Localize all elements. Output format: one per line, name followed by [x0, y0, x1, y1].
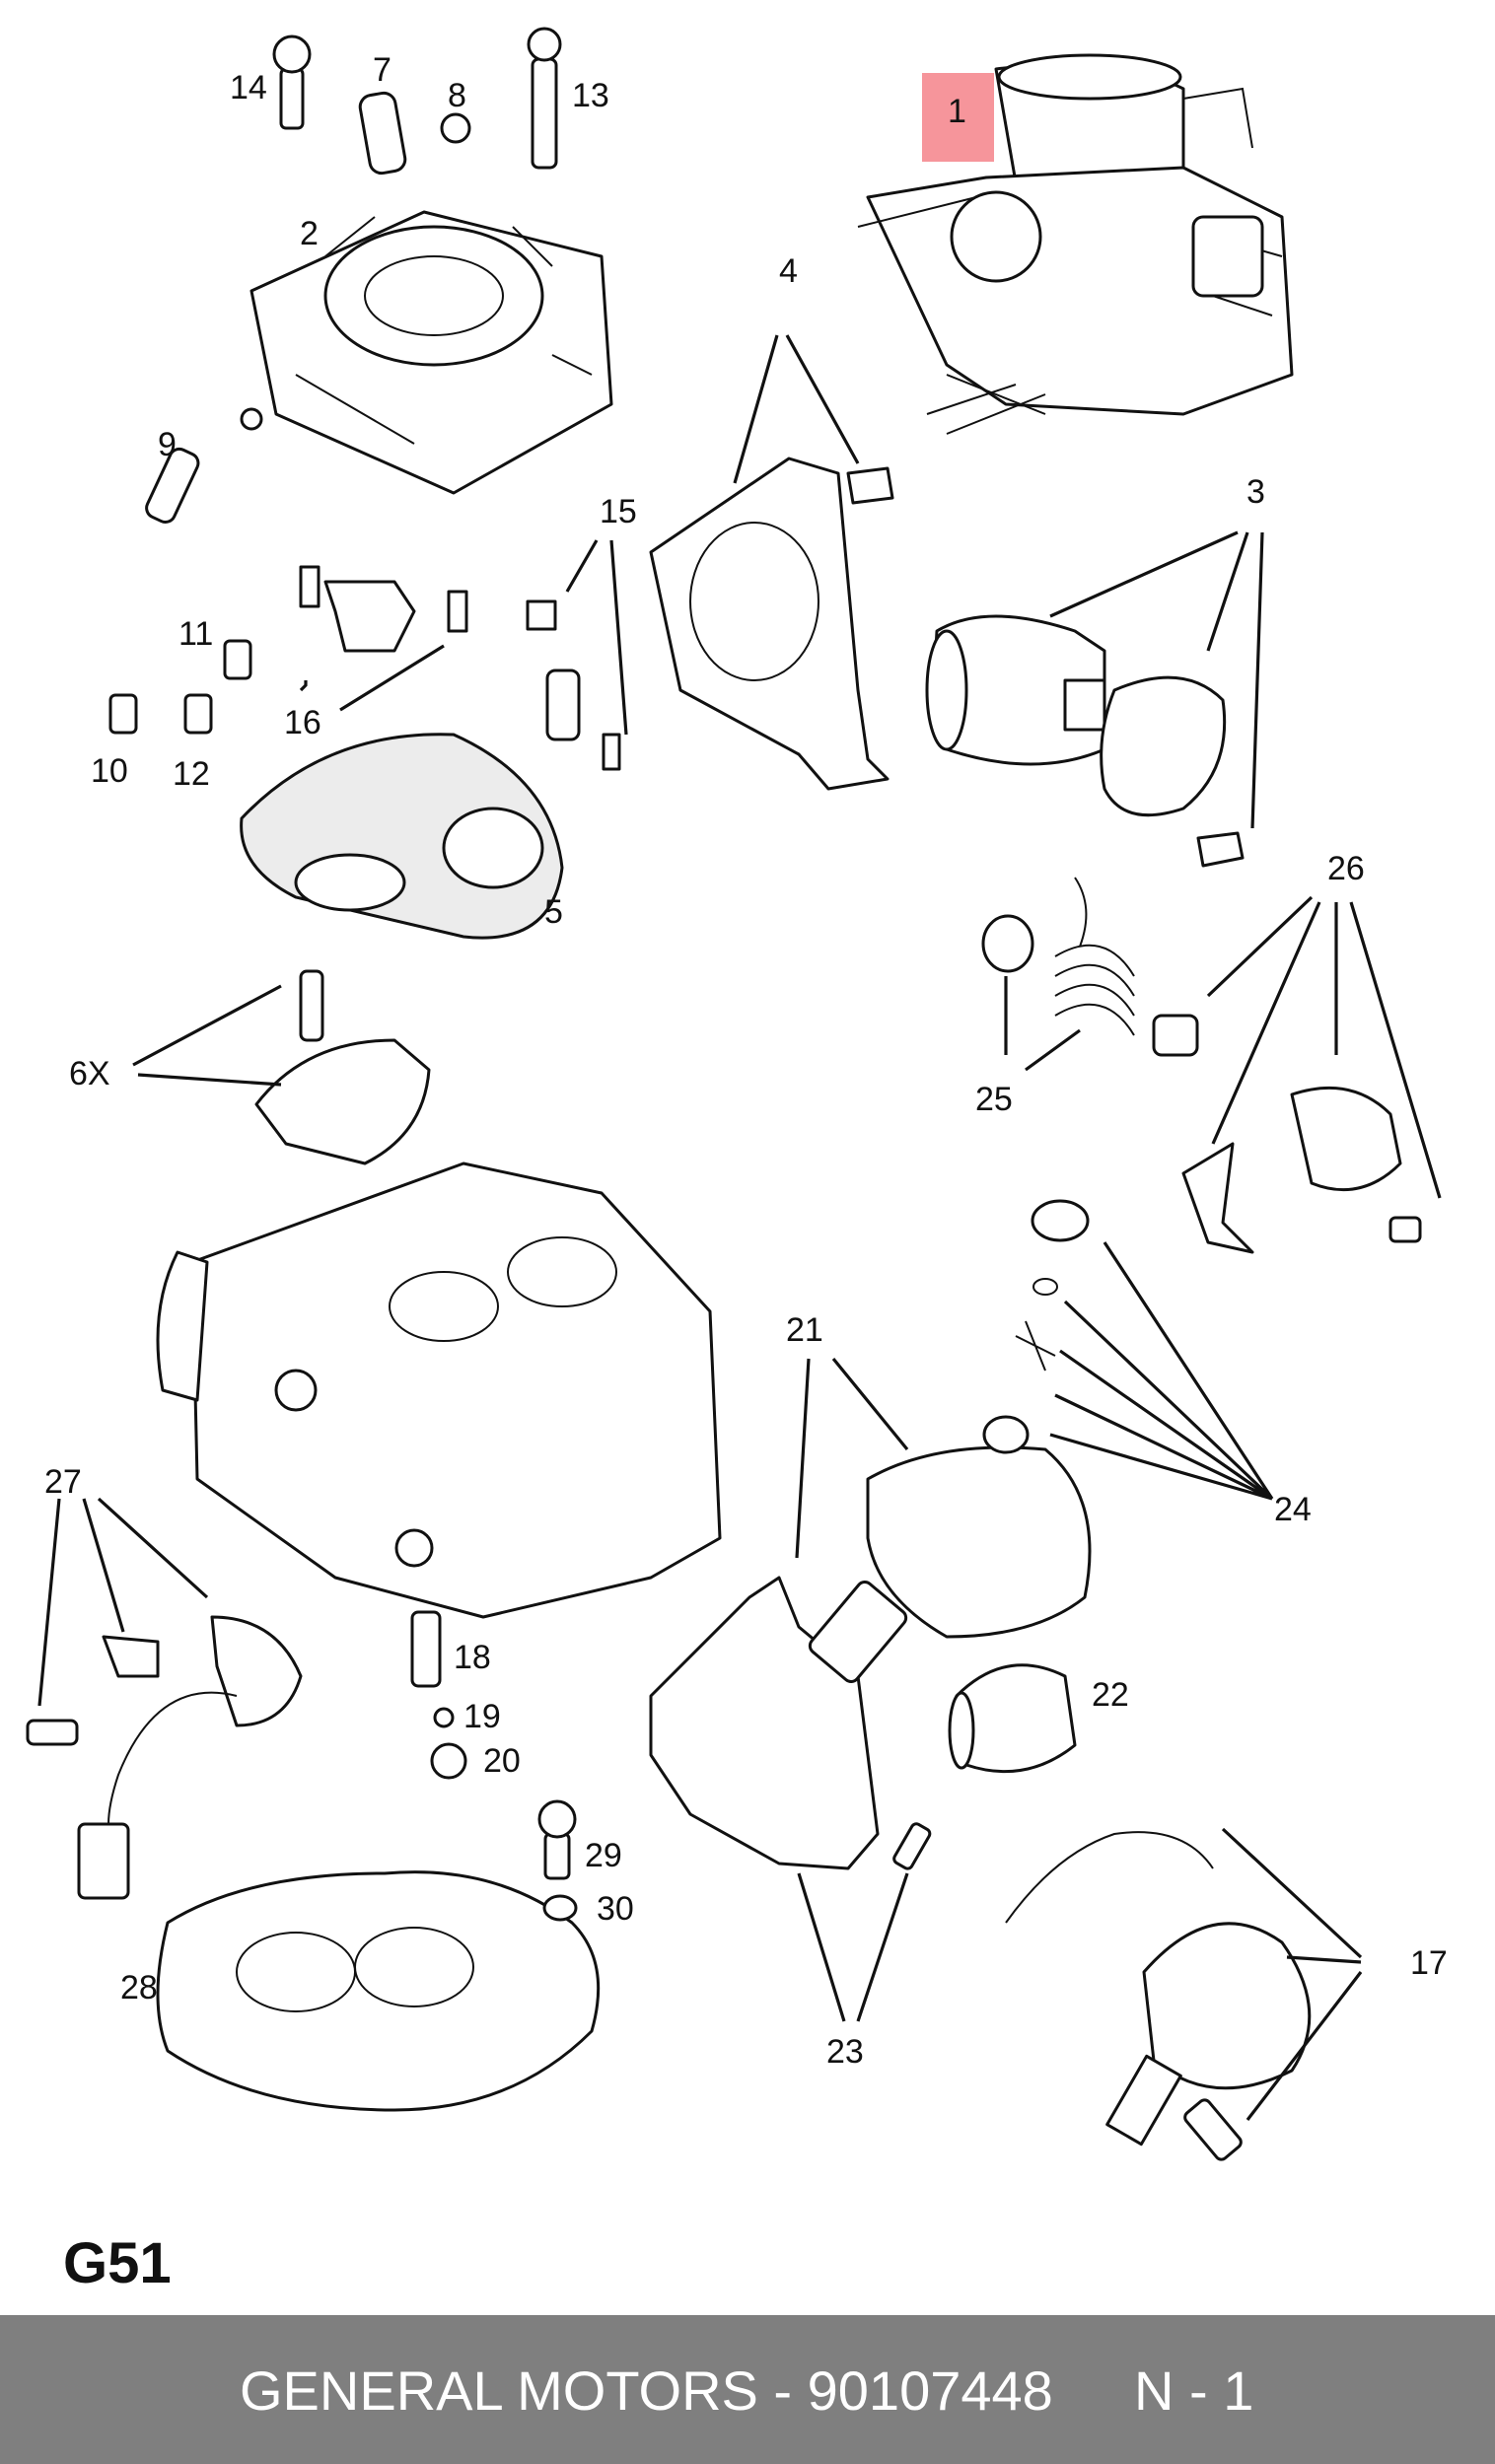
callout-19[interactable]: 19: [463, 1698, 501, 1735]
part-26-choke-sensor[interactable]: [1152, 1014, 1422, 1254]
part-22-solenoid[interactable]: [948, 1663, 1077, 1774]
part-24-valve-parts[interactable]: [982, 1199, 1090, 1454]
part-15-small-parts[interactable]: [526, 599, 621, 771]
callout-23[interactable]: 23: [826, 2033, 864, 2071]
part-21-pulldown-bracket[interactable]: [649, 1445, 1092, 1870]
callout-labels: 1 2 3 4 5 6X 7 8 9 10 11 12 13 14 15 16 …: [44, 51, 1448, 2071]
part-8-plug[interactable]: [440, 112, 471, 144]
part-25-spring[interactable]: [981, 877, 1135, 1036]
callout-28[interactable]: 28: [120, 1969, 158, 2006]
callout-7[interactable]: 7: [373, 51, 392, 89]
callout-15[interactable]: 15: [600, 493, 637, 530]
part-30-washer[interactable]: [542, 1894, 578, 1922]
callout-21[interactable]: 21: [786, 1311, 823, 1349]
callout-18[interactable]: 18: [454, 1639, 491, 1676]
callout-26[interactable]: 26: [1327, 850, 1365, 887]
callout-4[interactable]: 4: [779, 252, 798, 290]
callout-6x[interactable]: 6X: [69, 1055, 110, 1092]
parts-10-11-12-jets[interactable]: [108, 639, 252, 735]
part-23-screw[interactable]: [892, 1822, 932, 1870]
part-3-choke-housing[interactable]: [925, 614, 1245, 868]
callout-24[interactable]: 24: [1274, 1491, 1312, 1528]
callout-16[interactable]: 16: [284, 704, 321, 741]
part-29-bolt[interactable]: [537, 1799, 577, 1880]
callout-2[interactable]: 2: [300, 215, 319, 252]
part-14-screw[interactable]: [272, 35, 312, 130]
callout-9[interactable]: 9: [158, 426, 177, 463]
part-4-mounting-bracket[interactable]: [649, 457, 894, 791]
part-5-gasket[interactable]: [240, 733, 564, 940]
callout-10[interactable]: 10: [91, 752, 128, 790]
part-9-pin[interactable]: [143, 446, 201, 526]
callout-8[interactable]: 8: [448, 77, 466, 114]
parts-18-19-20-fittings[interactable]: [410, 1610, 467, 1780]
callout-11[interactable]: 11: [178, 615, 213, 653]
footer-brand-part-number: GENERAL MOTORS - 90107448: [240, 2359, 1053, 2422]
exploded-parts-diagram: 1 2 3 4 5 6X 7 8 9 10 11 12 13 14 15 16 …: [26, 27, 1448, 2161]
callout-12[interactable]: 12: [173, 755, 210, 793]
diagram-code: G51: [63, 2231, 172, 2295]
part-27-switch[interactable]: [26, 1615, 303, 1900]
part-1-carburettor-assembly[interactable]: [857, 53, 1294, 435]
callout-17[interactable]: 17: [1410, 1944, 1448, 1982]
main-carburettor-body[interactable]: [156, 1162, 722, 1619]
callout-20[interactable]: 20: [483, 1742, 521, 1780]
callout-1[interactable]: 1: [948, 93, 966, 130]
part-6x-float-and-needle[interactable]: [254, 969, 431, 1165]
callout-22[interactable]: 22: [1092, 1676, 1129, 1714]
callout-3[interactable]: 3: [1246, 473, 1265, 511]
part-17-vacuum-unit[interactable]: [1005, 1831, 1312, 2161]
highlight-callout-1: [922, 73, 994, 162]
callout-13[interactable]: 13: [572, 77, 609, 114]
callout-30[interactable]: 30: [597, 1890, 634, 1928]
footer-bar: GENERAL MOTORS - 90107448 N - 1: [0, 2315, 1495, 2464]
footer-quantity: N - 1: [1134, 2359, 1254, 2422]
callout-25[interactable]: 25: [975, 1081, 1013, 1118]
callout-5[interactable]: 5: [544, 893, 563, 931]
callout-14[interactable]: 14: [230, 69, 267, 106]
part-16-diaphragm-kit[interactable]: [299, 565, 468, 653]
callout-29[interactable]: 29: [585, 1837, 622, 1874]
part-28-base-gasket[interactable]: [156, 1870, 601, 2112]
leader-lines: [37, 334, 1442, 2121]
callout-27[interactable]: 27: [44, 1463, 82, 1501]
part-7-cover[interactable]: [358, 91, 407, 176]
part-13-screw[interactable]: [527, 27, 562, 170]
part-2-carburettor-top-cover[interactable]: [240, 210, 613, 495]
